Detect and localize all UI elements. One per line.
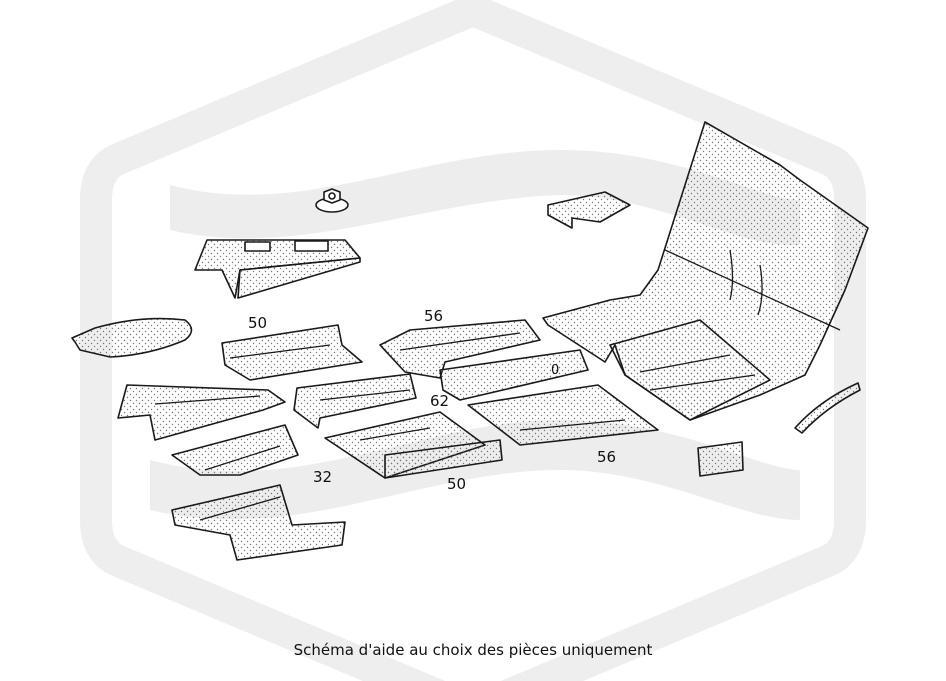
panel-56-upper [379, 319, 541, 379]
strip-right [794, 382, 861, 434]
label-32: 32 [313, 468, 333, 486]
label-56-upper: 56 [424, 307, 444, 325]
label-62: 62 [430, 392, 450, 410]
panel-32 [171, 424, 299, 476]
label-50-upper: 50 [248, 314, 268, 332]
label-hole: 0 [551, 363, 560, 378]
small-plate [697, 441, 744, 477]
profile-62 [293, 349, 589, 429]
panel-50-upper [221, 324, 363, 381]
label-56-lower: 56 [597, 448, 617, 466]
patch-oval-left [71, 317, 193, 358]
rear-floor-panel [542, 121, 869, 421]
panel-56-lower [467, 384, 659, 446]
detail-lines [154, 249, 841, 521]
watermark-logo [80, 0, 866, 681]
label-50-lower: 50 [447, 475, 467, 493]
bracket-top-left [194, 239, 361, 299]
panel-left-arm [117, 384, 286, 441]
diagram-caption: Schéma d'aide au choix des pièces unique… [293, 641, 653, 659]
bracket-top-right [547, 191, 631, 229]
nut-part [315, 188, 349, 213]
panel-50-lower [324, 411, 503, 479]
panel-bottom-left [171, 484, 346, 561]
